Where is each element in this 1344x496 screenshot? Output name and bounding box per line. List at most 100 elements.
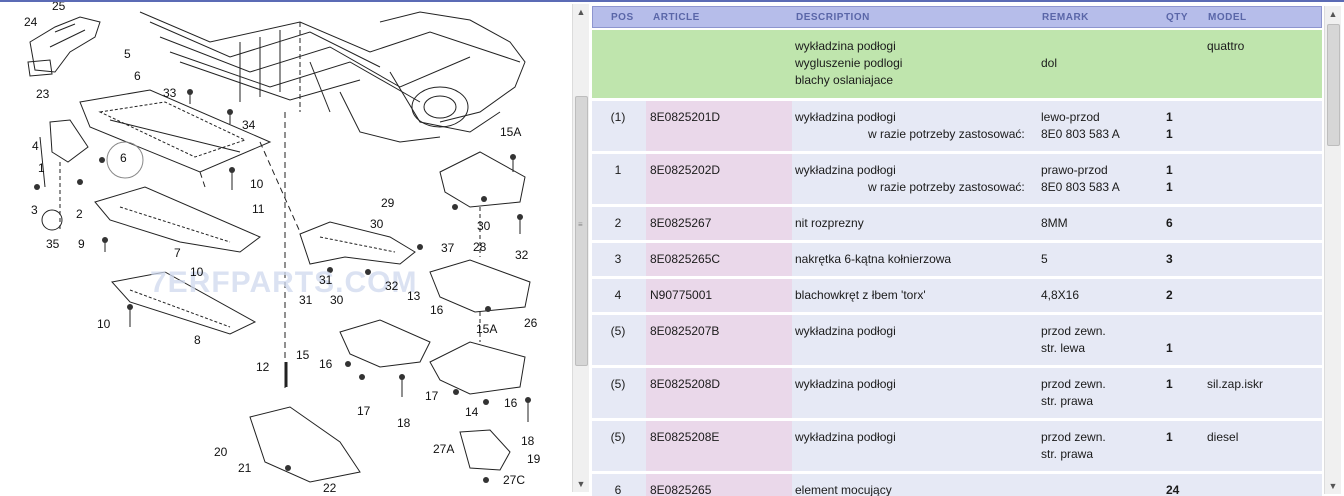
callout-label[interactable]: 5 <box>124 47 131 61</box>
header-remark[interactable]: REMARK <box>1042 12 1089 23</box>
table-row[interactable]: 2 8E0825267 nit rozprezny 8MM 6 <box>592 207 1322 243</box>
callout-label[interactable]: 18 <box>521 434 535 448</box>
callout-label[interactable]: 30 <box>330 293 344 307</box>
row-article[interactable]: 8E0825267 <box>650 216 712 230</box>
header-qty[interactable]: QTY <box>1166 12 1189 23</box>
callout-label[interactable]: 11 <box>252 202 265 216</box>
row-qty-line: 1 <box>1166 127 1173 141</box>
arrow-down-icon[interactable]: ▼ <box>576 479 586 489</box>
row-qty-line: 1 <box>1166 110 1173 124</box>
table-row[interactable]: (5) 8E0825207B wykładzina podłogi przod … <box>592 315 1322 368</box>
callout-label[interactable]: 26 <box>524 316 538 330</box>
callout-label[interactable]: 17 <box>357 404 371 418</box>
callout-label[interactable]: 24 <box>24 15 38 29</box>
top-border <box>0 0 1344 2</box>
callout-label[interactable]: 32 <box>385 279 399 293</box>
callout-label[interactable]: 32 <box>515 248 529 262</box>
callout-label[interactable]: 23 <box>36 87 50 101</box>
callout-label[interactable]: 2 <box>76 207 83 221</box>
callout-label[interactable]: 25 <box>52 2 66 13</box>
parts-table: POS ARTICLE DESCRIPTION REMARK QTY MODEL… <box>592 6 1322 496</box>
callout-label[interactable]: 15A <box>476 322 497 336</box>
arrow-up-icon[interactable]: ▲ <box>576 7 586 17</box>
table-group-row[interactable]: wykładzina podłogi wygluszenie podlogi b… <box>592 30 1322 101</box>
table-row[interactable]: (1) 8E0825201D wykładzina podłogi w razi… <box>592 101 1322 154</box>
callout-label[interactable]: 31 <box>319 273 333 287</box>
row-qty-line: 1 <box>1166 180 1173 194</box>
callout-label[interactable]: 28 <box>473 240 487 254</box>
row-article[interactable]: 8E0825207B <box>650 324 720 338</box>
row-qty: 1 <box>1166 323 1186 357</box>
callout-label[interactable]: 10 <box>97 317 111 331</box>
callout-label[interactable]: 27A <box>433 442 454 456</box>
arrow-down-icon[interactable]: ▼ <box>1328 481 1338 491</box>
callout-label[interactable]: 3 <box>31 203 38 217</box>
callout-label[interactable]: 6 <box>120 151 127 165</box>
callout-label[interactable]: 27C <box>503 473 525 487</box>
callout-label[interactable]: 31 <box>299 293 313 307</box>
callout-label[interactable]: 12 <box>256 360 270 374</box>
row-pos: 3 <box>614 252 622 266</box>
callout-label[interactable]: 17 <box>425 389 439 403</box>
callout-label[interactable]: 30 <box>370 217 384 231</box>
arrow-up-icon[interactable]: ▲ <box>1328 9 1338 19</box>
header-description[interactable]: DESCRIPTION <box>796 12 870 23</box>
row-article[interactable]: 8E0825202D <box>650 163 721 177</box>
callout-label[interactable]: 18 <box>397 416 411 430</box>
row-article[interactable]: N90775001 <box>650 288 713 302</box>
table-row[interactable]: 3 8E0825265C nakrętka 6-kątna kołnierzow… <box>592 243 1322 279</box>
callout-label[interactable]: 9 <box>78 237 85 251</box>
callout-label[interactable]: 20 <box>214 445 228 459</box>
row-pos: 1 <box>614 163 622 177</box>
callout-label[interactable]: 19 <box>527 452 541 466</box>
diagram-scrollbar-thumb[interactable]: ≡ <box>575 96 588 366</box>
callout-label[interactable]: 35 <box>46 237 60 251</box>
header-pos[interactable]: POS <box>611 12 634 23</box>
row-article[interactable]: 8E0825201D <box>650 110 721 124</box>
row-remark-line: str. prawa <box>1041 447 1094 461</box>
table-row[interactable]: (5) 8E0825208E wykładzina podłogi przod … <box>592 421 1322 474</box>
callout-label[interactable]: 22 <box>323 481 337 495</box>
callout-label[interactable]: 1 <box>38 161 45 175</box>
callout-label[interactable]: 6 <box>134 69 141 83</box>
callout-label[interactable]: 15 <box>296 348 310 362</box>
callout-label[interactable]: 8 <box>194 333 201 347</box>
row-remark-line: lewo-przod <box>1041 110 1100 124</box>
header-model[interactable]: MODEL <box>1208 12 1247 23</box>
callout-label[interactable]: 34 <box>242 118 256 132</box>
callout-label[interactable]: 16 <box>319 357 333 371</box>
callout-label[interactable]: 21 <box>238 461 252 475</box>
table-row[interactable]: 1 8E0825202D wykładzina podłogi w razie … <box>592 154 1322 207</box>
table-scrollbar[interactable]: ▲ ▼ <box>1324 6 1341 494</box>
table-row[interactable]: 4 N90775001 blachowkręt z łbem 'torx' 4,… <box>592 279 1322 315</box>
table-scrollbar-thumb[interactable] <box>1327 24 1340 146</box>
callout-label[interactable]: 30 <box>477 219 491 233</box>
callout-label[interactable]: 14 <box>465 405 479 419</box>
callout-label[interactable]: 10 <box>250 177 264 191</box>
row-remark-line: prawo-przod <box>1041 163 1108 177</box>
table-row[interactable]: 6 8E0825265 element mocujący 24 <box>592 474 1322 496</box>
callout-label[interactable]: 4 <box>32 139 39 153</box>
callout-label[interactable]: 33 <box>163 86 177 100</box>
header-article[interactable]: ARTICLE <box>653 12 700 23</box>
callout-label[interactable]: 15A <box>500 125 521 139</box>
row-article[interactable]: 8E0825208D <box>650 377 721 391</box>
diagram-scrollbar[interactable]: ▲ ≡ ▼ <box>572 4 589 492</box>
row-qty: 1 <box>1166 430 1173 444</box>
callout-label[interactable]: 37 <box>441 241 455 255</box>
callout-label[interactable]: 10 <box>190 265 204 279</box>
row-article[interactable]: 8E0825265 <box>650 483 712 496</box>
row-article[interactable]: 8E0825208E <box>650 430 720 444</box>
callout-label[interactable]: 16 <box>430 303 444 317</box>
callout-label[interactable]: 29 <box>381 196 395 210</box>
group-desc-line: wygluszenie podlogi <box>795 56 903 70</box>
row-article[interactable]: 8E0825265C <box>650 252 721 266</box>
callout-label[interactable]: 7 <box>174 246 181 260</box>
row-description: blachowkręt z łbem 'torx' <box>795 288 926 302</box>
group-desc-line: blachy oslaniajace <box>795 73 894 87</box>
callout-label[interactable]: 16 <box>504 396 518 410</box>
table-row[interactable]: (5) 8E0825208D wykładzina podłogi przod … <box>592 368 1322 421</box>
row-remark: prawo-przod 8E0 803 583 A <box>1041 162 1161 196</box>
callout-label[interactable]: 13 <box>407 289 421 303</box>
